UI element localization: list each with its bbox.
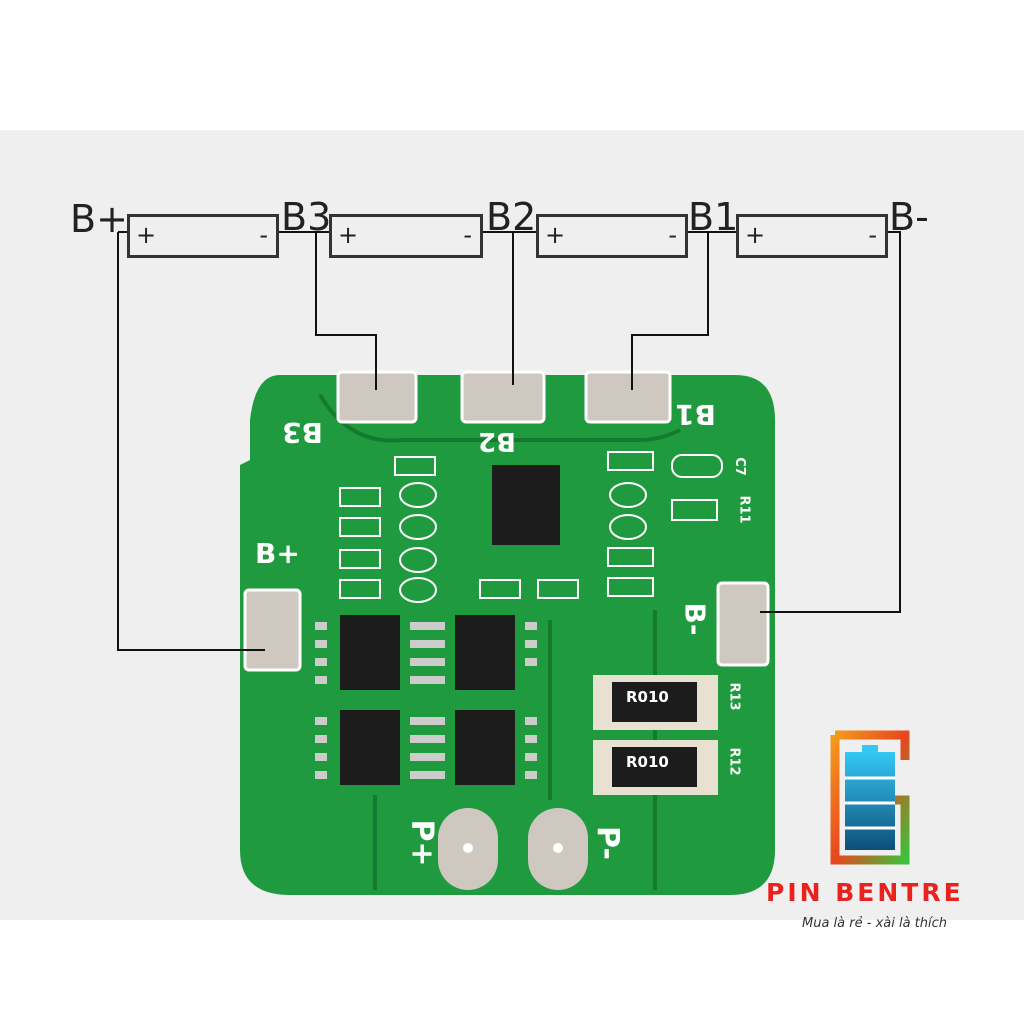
terminal-label-bplus: B+ [70, 197, 128, 241]
resistor-marking-2: R010 [626, 753, 669, 771]
mosfet [340, 615, 400, 690]
plus-sign: + [545, 221, 566, 249]
minus-sign: - [259, 221, 268, 249]
silk-b2: B2 [478, 426, 516, 456]
battery-cell-3: +- [536, 214, 688, 258]
mosfet [340, 710, 400, 785]
ref-r12: R12 [726, 747, 742, 776]
plus-sign: + [745, 221, 766, 249]
ref-c7: C7 [731, 457, 747, 476]
brand-name: PIN BENTRE [766, 878, 964, 907]
resistor-marking-1: R010 [626, 688, 669, 706]
silk-pplus: P+ [404, 819, 440, 867]
ic-chip [492, 465, 560, 545]
mosfet [455, 710, 515, 785]
minus-sign: - [868, 221, 877, 249]
silk-bminus: B- [678, 602, 712, 636]
terminal-label-b3: B3 [281, 195, 332, 239]
brand-slogan: Mua là rẻ - xài là thích [802, 916, 948, 931]
pad-bminus [716, 581, 770, 667]
brand-logo-icon [830, 730, 910, 865]
pad-b2 [460, 370, 546, 424]
pad-b1 [584, 370, 672, 424]
wiring [117, 231, 901, 651]
silk-bplus: B+ [255, 537, 300, 570]
minus-sign: - [463, 221, 472, 249]
minus-sign: - [668, 221, 677, 249]
silk-b1: B1 [675, 398, 716, 431]
silk-pminus: P- [589, 826, 625, 860]
terminal-label-b1: B1 [688, 195, 739, 239]
terminal-label-bminus: B- [889, 195, 929, 239]
battery-cell-4: +- [736, 214, 888, 258]
plus-sign: + [136, 221, 157, 249]
ref-r11: R11 [736, 495, 752, 524]
pad-bplus [243, 588, 302, 672]
silk-b3: B3 [282, 416, 323, 449]
battery-cell-1: +- [127, 214, 279, 258]
plus-sign: + [338, 221, 359, 249]
ref-r13: R13 [726, 682, 742, 711]
mosfet [455, 615, 515, 690]
battery-cell-2: +- [329, 214, 483, 258]
terminal-label-b2: B2 [486, 195, 537, 239]
